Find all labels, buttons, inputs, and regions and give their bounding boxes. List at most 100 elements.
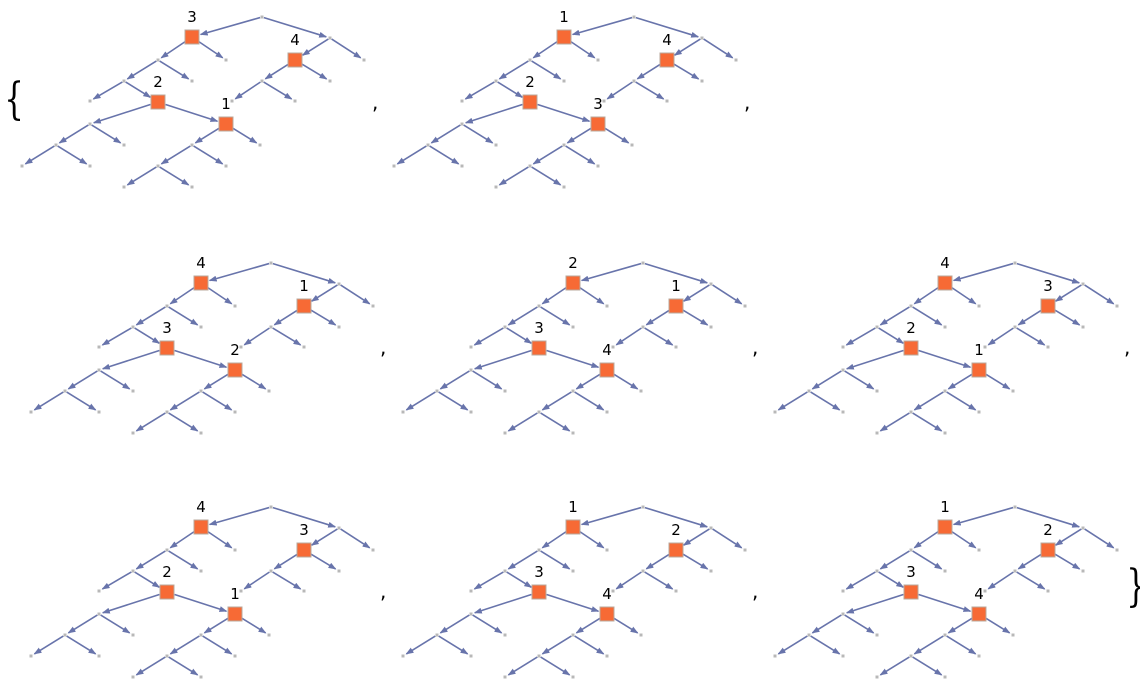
tree-edge (263, 16, 328, 38)
tree-vertex (1081, 325, 1085, 329)
tree-vertex (63, 389, 67, 393)
tree-vertex (1081, 526, 1085, 530)
tree-vertex (165, 654, 169, 658)
tree-edge (918, 593, 972, 612)
tree-vertex (605, 654, 609, 658)
tree-edge (1084, 284, 1115, 305)
tree-edge (918, 349, 972, 368)
tree-vertex (199, 325, 203, 329)
tree-edge (125, 81, 152, 98)
tree-edge (987, 571, 1014, 590)
vertex-label: 3 (162, 319, 172, 337)
tree-vertex (909, 304, 913, 308)
tree-vertex (131, 325, 135, 329)
tree-vertex (260, 79, 264, 83)
tree-edge (198, 40, 224, 59)
tree-vertex (639, 633, 643, 637)
tree-vertex (239, 589, 243, 593)
tree-vertex (469, 654, 473, 658)
tree-edge (878, 327, 905, 344)
tree-edge (464, 103, 523, 124)
tree-edge (66, 391, 97, 411)
tree-edge (194, 127, 220, 144)
vertex-label: 2 (153, 73, 163, 91)
tree-vertex (734, 58, 738, 62)
highlighted-vertex (218, 116, 234, 132)
highlighted-vertex (937, 275, 953, 291)
tree-vertex (537, 548, 541, 552)
tree-edge (92, 81, 123, 100)
vertex-label: 3 (593, 95, 603, 113)
tree-vertex (302, 345, 306, 349)
highlighted-vertex (227, 362, 243, 378)
tree-edge (430, 124, 461, 144)
tree-edge (264, 63, 289, 80)
tree-edge (912, 656, 943, 676)
tree-vertex (460, 99, 464, 103)
tree-edge (126, 60, 157, 80)
tree-edge (952, 262, 1014, 282)
tree-vertex (165, 548, 169, 552)
tree-vertex (700, 79, 704, 83)
tree-vertex (156, 58, 160, 62)
highlighted-vertex (227, 606, 243, 622)
vertex-label: 3 (534, 563, 544, 581)
tree-vertex (807, 389, 811, 393)
tree-edge (635, 16, 700, 38)
tree-vertex (571, 675, 575, 679)
tree-vertex (537, 654, 541, 658)
tree-edge (463, 124, 494, 144)
tree-edge (606, 81, 633, 100)
tree-vertex (674, 345, 678, 349)
tree-vertex (943, 569, 947, 573)
tree-edge (682, 528, 710, 546)
tree-edge (810, 391, 841, 411)
tree-vertex (199, 431, 203, 435)
highlighted-vertex (565, 275, 581, 291)
tree-vertex (1115, 304, 1119, 308)
vertex-label: 2 (162, 563, 172, 581)
tree-vertex (875, 431, 879, 435)
list-separator: , (380, 335, 387, 359)
tree-edge (574, 391, 605, 411)
tree-edge (1017, 309, 1042, 326)
vertex-label: 1 (559, 8, 569, 26)
tree-edge (429, 145, 460, 165)
tree-vertex (875, 569, 879, 573)
tree-edge (438, 391, 469, 411)
tree-edge (1016, 506, 1081, 528)
tree-edge (507, 656, 538, 676)
highlighted-vertex (193, 275, 209, 291)
tree-vertex (392, 164, 396, 168)
tree-edge (310, 553, 337, 570)
tree-edge (811, 370, 842, 390)
list-separator: , (380, 579, 387, 603)
tree-vertex (841, 654, 845, 658)
tree-vertex (190, 79, 194, 83)
tree-vertex (977, 654, 981, 658)
vertex-label: 3 (534, 319, 544, 337)
tree-edge (682, 309, 709, 326)
tree-vertex (156, 164, 160, 168)
tree-vertex (460, 122, 464, 126)
tree-vertex (97, 654, 101, 658)
tree-edge (439, 614, 470, 634)
highlighted-vertex (903, 584, 919, 600)
highlighted-vertex (184, 29, 200, 45)
tree-edge (1016, 327, 1046, 346)
tree-edge (58, 124, 89, 144)
tree-edge (777, 391, 808, 411)
tree-vertex (632, 15, 636, 19)
tree-vertex (983, 345, 987, 349)
vertex-label: 3 (187, 8, 197, 26)
tree-edge (845, 571, 876, 590)
vertex-label: 3 (299, 521, 309, 539)
tree-edge (703, 38, 734, 59)
tree-edge (645, 309, 670, 326)
tree-vertex (875, 325, 879, 329)
tree-edge (673, 38, 701, 56)
